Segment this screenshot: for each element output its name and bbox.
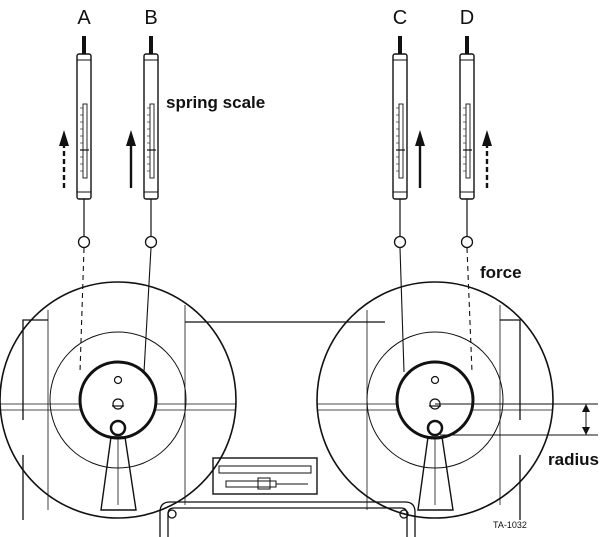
scale-letter-c: C xyxy=(393,7,407,29)
scale-letter-a: A xyxy=(77,7,91,29)
scale-hook-top xyxy=(149,36,153,54)
scale-window xyxy=(149,103,155,179)
scale-window xyxy=(465,103,471,179)
scale-hook-top xyxy=(465,36,469,54)
scale-ring xyxy=(77,235,91,249)
scale-letter-b: B xyxy=(144,7,157,29)
scale-body xyxy=(459,53,475,200)
center-head-assembly xyxy=(212,457,318,495)
spring-scale-a: A xyxy=(59,7,92,373)
scale-body xyxy=(392,53,408,200)
left-reel xyxy=(0,281,237,519)
pull-arrow-head xyxy=(59,130,69,146)
scale-ring xyxy=(393,235,407,249)
force-cord xyxy=(399,247,405,373)
force-label: force xyxy=(480,263,522,282)
spring-scale-label: spring scale xyxy=(166,93,265,112)
scale-window xyxy=(82,103,88,179)
radius-label: radius xyxy=(548,450,599,469)
pull-arrow-head xyxy=(415,130,425,146)
bottom-bracket xyxy=(159,501,416,537)
force-cord xyxy=(143,247,152,373)
scale-window xyxy=(398,103,404,179)
spring-scale-b: B xyxy=(126,7,159,373)
right-reel xyxy=(316,281,554,519)
scale-body xyxy=(76,53,92,200)
radius-dimension xyxy=(435,403,598,436)
pull-arrow-head xyxy=(126,130,136,146)
scale-ring xyxy=(144,235,158,249)
scale-hook-top xyxy=(398,36,402,54)
spring-scales: A B C D xyxy=(59,7,492,373)
force-cord xyxy=(79,247,85,373)
scale-letter-d: D xyxy=(460,7,474,29)
spring-scale-c: C xyxy=(392,7,425,373)
tape-deck-outline xyxy=(22,319,521,520)
scale-body xyxy=(143,53,159,200)
figure-code: TA-1032 xyxy=(493,520,527,530)
pull-arrow-head xyxy=(482,130,492,146)
scale-ring xyxy=(460,235,474,249)
spring-scale-d: D xyxy=(459,7,492,373)
scale-hook-top xyxy=(82,36,86,54)
force-cord xyxy=(466,247,473,373)
